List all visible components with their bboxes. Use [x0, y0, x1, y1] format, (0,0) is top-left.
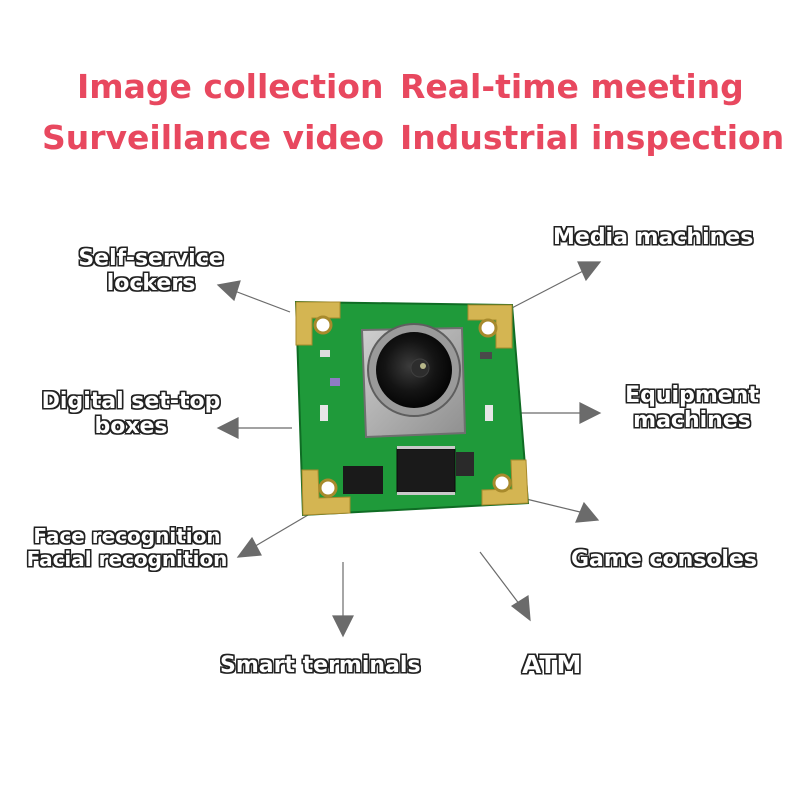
pad-top-right — [467, 304, 513, 349]
label-line: Self-service — [78, 246, 224, 271]
label-line: Equipment — [625, 383, 759, 408]
label-equipment-machines: Equipment machines — [612, 383, 772, 434]
arrow-icon — [236, 536, 262, 558]
arrow-icon — [510, 594, 531, 622]
mount-hole-bl — [318, 478, 338, 498]
label-game-consoles: Game consoles — [571, 547, 757, 572]
arrow-icon — [507, 269, 586, 311]
label-line: boxes — [94, 414, 168, 440]
lens-glint — [420, 363, 426, 369]
smd-component — [456, 452, 474, 476]
label-line: Face recognition — [33, 524, 221, 548]
label-line: lockers — [106, 271, 196, 297]
headline-image-collection: Image collection — [77, 67, 384, 106]
label-line: machines — [633, 408, 751, 434]
smd-component — [485, 405, 493, 421]
arrow-icon — [479, 551, 521, 606]
smd-component — [480, 352, 492, 359]
headline-industrial-inspection: Industrial inspection — [400, 118, 785, 157]
mount-hole-tl — [313, 315, 333, 335]
arrow-icon — [575, 501, 600, 523]
secondary-chip — [343, 466, 383, 494]
arrow-icon — [577, 261, 602, 282]
smd-component — [320, 350, 330, 357]
lens-center — [410, 358, 430, 378]
arrow-icon — [579, 402, 602, 424]
arrow-icon — [216, 280, 241, 302]
arrow-icon — [521, 497, 581, 513]
mount-hole-tr — [478, 318, 498, 338]
pad-bottom-right — [481, 459, 529, 506]
arrow-icon — [216, 417, 239, 439]
label-digital-set-top-boxes: Digital set-top boxes — [32, 389, 230, 440]
main-chip — [396, 448, 456, 493]
smd-component — [320, 405, 328, 421]
pad-bottom-left — [301, 469, 351, 516]
label-smart-terminals: Smart terminals — [220, 653, 421, 678]
label-face-recognition: Face recognition Facial recognition — [20, 525, 234, 571]
label-media-machines: Media machines — [553, 225, 754, 250]
smd-component — [330, 378, 340, 386]
headline-real-time-meeting: Real-time meeting — [400, 67, 744, 106]
label-atm: ATM — [522, 650, 582, 679]
label-line: Digital set-top — [41, 389, 221, 414]
arrow-icon — [332, 615, 354, 638]
mount-hole-br — [492, 473, 512, 493]
arrow-icon — [231, 289, 291, 313]
label-line: Facial recognition — [26, 547, 228, 571]
label-self-service-lockers: Self-service lockers — [76, 246, 226, 297]
headline-surveillance-video: Surveillance video — [42, 118, 385, 157]
pad-top-left — [295, 301, 341, 346]
arrow-icon — [251, 514, 309, 549]
